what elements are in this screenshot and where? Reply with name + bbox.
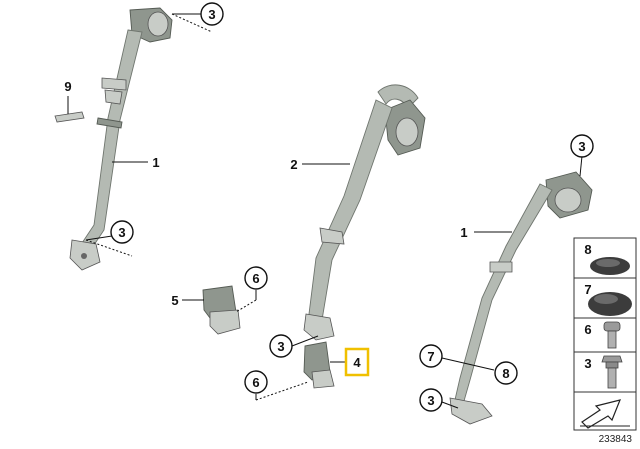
- left-retractor-spool: [147, 11, 169, 37]
- callout-3-left-bottom-label: 3: [118, 225, 125, 240]
- leader-lines: [67, 13, 583, 409]
- callout-6-left-label: 6: [252, 271, 259, 286]
- callout-9: 9: [64, 79, 71, 94]
- legend-label-6: 6: [584, 322, 591, 337]
- small-parts-legend: 8 7 6 3: [573, 237, 637, 431]
- bolt-3-collar-icon: [605, 361, 619, 369]
- callout-3-right-bottom: 3: [419, 388, 443, 412]
- callout-3-right-top-label: 3: [578, 139, 585, 154]
- strap-guide-piece: [54, 111, 85, 123]
- right-seat-belt-assembly: [449, 171, 593, 425]
- legend-label-7: 7: [584, 282, 591, 297]
- left-belt-band: [96, 117, 123, 129]
- callout-3-right-bottom-label: 3: [427, 393, 434, 408]
- callout-6-left: 6: [244, 266, 268, 290]
- left-webbing: [79, 29, 143, 249]
- leader-c3-right-top: [579, 155, 583, 177]
- screw-6-shank-icon: [607, 330, 617, 349]
- leader-c3-left-bottom-dash: [85, 239, 133, 257]
- callout-1-right-label: 1: [460, 225, 467, 240]
- center-retractor-spool: [395, 117, 419, 147]
- bolt-3-head-icon: [601, 355, 623, 363]
- legend-label-8: 8: [584, 242, 591, 257]
- leader-c3-top-dash: [171, 13, 213, 33]
- callout-4-highlighted: 4: [344, 347, 370, 377]
- screw-6-head-icon: [603, 321, 621, 332]
- callout-2: 2: [290, 157, 297, 172]
- part-9-strap-guide: [54, 111, 85, 123]
- leader-c3-left-bottom: [85, 235, 113, 241]
- callout-1-left-label: 1: [152, 155, 159, 170]
- leader-c7-c8: [441, 357, 495, 371]
- legend-label-3: 3: [584, 356, 591, 371]
- center-buckle-plate: [319, 227, 345, 245]
- callout-2-label: 2: [290, 157, 297, 172]
- callout-4-label: 4: [353, 355, 361, 370]
- center-lower-bracket: [303, 313, 335, 341]
- callout-6-bottom: 6: [244, 370, 268, 394]
- callout-8-label: 8: [502, 366, 509, 381]
- callout-8: 8: [494, 361, 518, 385]
- center-seat-belt-assembly: [303, 84, 426, 341]
- right-retractor-spool: [554, 187, 582, 213]
- left-tongue: [104, 89, 123, 105]
- callout-3-mid: 3: [269, 334, 293, 358]
- buckle-5-base: [209, 309, 241, 335]
- callout-6-bottom-label: 6: [252, 375, 259, 390]
- callout-1-right: 1: [460, 225, 467, 240]
- left-anchor-bolt-hole: [81, 253, 87, 259]
- left-seat-belt-assembly: [69, 7, 173, 271]
- callout-7-label: 7: [427, 349, 434, 364]
- highlight-box: [344, 347, 370, 377]
- callout-3-top-label: 3: [208, 7, 215, 22]
- diagram-reference-number: 233843: [599, 434, 633, 445]
- right-lower-anchor: [449, 397, 493, 425]
- leader-c3-right-bottom: [441, 401, 459, 409]
- callout-1-left: 1: [152, 155, 159, 170]
- callout-9-label: 9: [64, 79, 71, 94]
- buckle-4-base: [311, 369, 335, 389]
- callout-5: 5: [171, 293, 178, 308]
- bolt-3-shank-icon: [607, 367, 617, 389]
- callout-3-left-bottom: 3: [110, 220, 134, 244]
- callout-3-right-top: 3: [570, 134, 594, 158]
- callout-5-label: 5: [171, 293, 178, 308]
- callout-7: 7: [419, 344, 443, 368]
- leader-c6-left-dash: [235, 299, 257, 313]
- part-4-buckle: [303, 341, 335, 389]
- callout-3-top: 3: [200, 2, 224, 26]
- right-belt-guide: [489, 261, 513, 273]
- plug-8-highlight: [596, 259, 620, 267]
- leader-c3-mid: [291, 335, 319, 347]
- leader-c6-bottom-dash: [255, 381, 309, 401]
- callout-3-mid-label: 3: [277, 339, 284, 354]
- part-5-buckle: [202, 285, 241, 335]
- center-webbing: [307, 99, 393, 323]
- left-belt-guide: [101, 77, 127, 91]
- cap-7-highlight: [594, 294, 618, 304]
